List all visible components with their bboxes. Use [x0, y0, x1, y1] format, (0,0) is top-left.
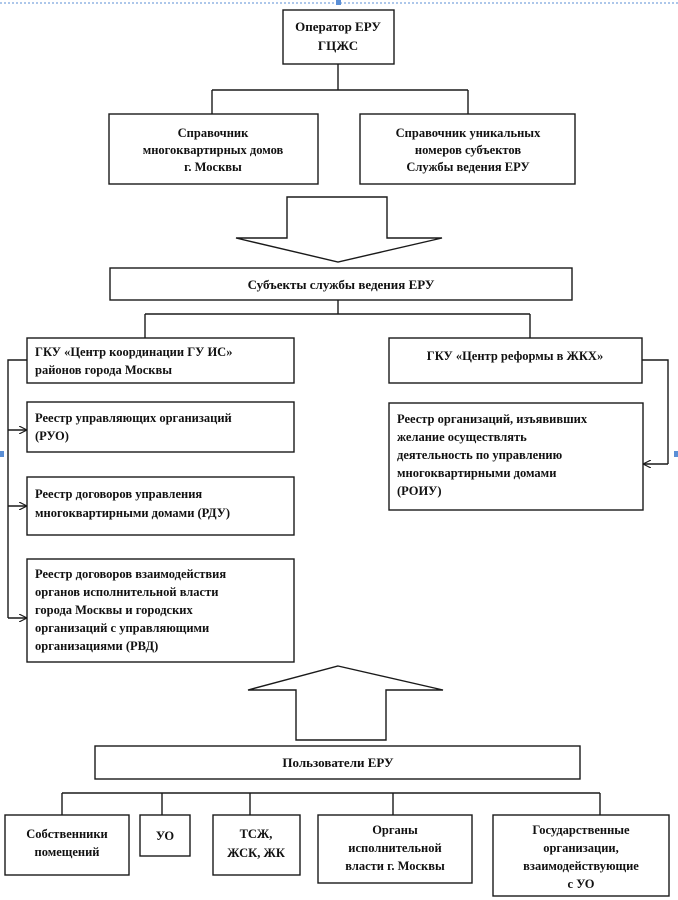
subjects-title: Субъекты службы ведения ЕРУ	[248, 277, 435, 292]
user-uo-label: УО	[156, 829, 175, 843]
registry-rvd-line-4: организаций с управляющими	[35, 621, 209, 635]
gku-coordination-box: ГКУ «Центр координации ГУ ИС» районов го…	[26, 337, 295, 384]
directory-buildings-box: Справочник многоквартирных домов г. Моск…	[108, 113, 319, 185]
gku-coordination-line-1: ГКУ «Центр координации ГУ ИС»	[35, 345, 232, 359]
directory-buildings-line-2: многоквартирных домов	[143, 143, 284, 157]
user-authorities-line-3: власти г. Москвы	[345, 859, 445, 873]
operator-line-1: Оператор ЕРУ	[295, 19, 381, 34]
user-owners-line-2: помещений	[35, 845, 100, 859]
users-title: Пользователи ЕРУ	[282, 755, 394, 770]
directory-buildings-line-3: г. Москвы	[184, 160, 242, 174]
registry-rvd-line-1: Реестр договоров взаимодействия	[35, 567, 226, 581]
user-state-orgs-line-1: Государственные	[532, 823, 630, 837]
user-owners-line-1: Собственники	[26, 827, 108, 841]
registry-rvd-box: Реестр договоров взаимодействия органов …	[26, 558, 295, 663]
connectors	[7, 64, 669, 815]
gku-reform-title: ГКУ «Центр реформы в ЖКХ»	[427, 349, 603, 363]
user-state-orgs-line-3: взаимодействующие	[523, 859, 639, 873]
user-authorities-line-1: Органы	[372, 823, 418, 837]
down-block-arrow	[235, 196, 443, 263]
user-authorities-line-2: исполнительной	[348, 841, 441, 855]
user-state-orgs-line-2: организации,	[543, 841, 619, 855]
registry-rdu-line-1: Реестр договоров управления	[35, 487, 202, 501]
user-uo-box: УО	[139, 814, 191, 857]
selection-frame[interactable]	[0, 0, 678, 457]
gku-reform-box: ГКУ «Центр реформы в ЖКХ»	[388, 337, 643, 384]
user-authorities-box: Органы исполнительной власти г. Москвы	[317, 814, 473, 884]
registry-roiu-line-1: Реестр организаций, изъявивших	[397, 412, 588, 426]
registry-rvd-line-3: города Москвы и городских	[35, 603, 193, 617]
registry-ruo-line-2: (РУО)	[35, 429, 69, 443]
registry-rdu-line-2: многоквартирными домами (РДУ)	[35, 506, 230, 520]
user-owners-box: Собственники помещений	[4, 814, 130, 876]
directory-numbers-line-2: номеров субъектов	[415, 143, 521, 157]
gku-coordination-line-2: районов города Москвы	[35, 363, 172, 377]
registry-rdu-box: Реестр договоров управления многоквартир…	[26, 476, 295, 536]
registry-ruo-line-1: Реестр управляющих организаций	[35, 411, 232, 425]
registry-rvd-line-5: организациями (РВД)	[35, 639, 158, 653]
registry-roiu-line-2: желание осуществлять	[397, 430, 527, 444]
registry-ruo-box: Реестр управляющих организаций (РУО)	[26, 401, 295, 453]
registry-roiu-line-3: деятельность по управлению	[397, 448, 563, 462]
user-tszh-line-1: ТСЖ,	[240, 827, 273, 841]
registry-roiu-line-5: (РОИУ)	[397, 484, 442, 498]
directory-numbers-line-1: Справочник уникальных	[396, 126, 541, 140]
registry-rvd-line-2: органов исполнительной власти	[35, 585, 218, 599]
registry-roiu-box: Реестр организаций, изъявивших желание о…	[388, 402, 644, 511]
directory-buildings-line-1: Справочник	[178, 126, 249, 140]
up-block-arrow	[247, 665, 444, 741]
user-tszh-box: ТСЖ, ЖСК, ЖК	[212, 814, 301, 876]
registry-roiu-line-4: многоквартирными домами	[397, 466, 556, 480]
user-state-orgs-line-4: с УО	[568, 877, 595, 891]
subjects-box: Субъекты службы ведения ЕРУ	[109, 267, 573, 301]
directory-numbers-box: Справочник уникальных номеров субъектов …	[359, 113, 576, 185]
user-tszh-line-2: ЖСК, ЖК	[227, 846, 285, 860]
operator-line-2: ГЦЖС	[318, 38, 358, 53]
users-box: Пользователи ЕРУ	[94, 745, 581, 780]
directory-numbers-line-3: Службы ведения ЕРУ	[406, 160, 529, 174]
user-state-orgs-box: Государственные организации, взаимодейст…	[492, 814, 670, 897]
operator-box: Оператор ЕРУ ГЦЖС	[282, 9, 395, 65]
